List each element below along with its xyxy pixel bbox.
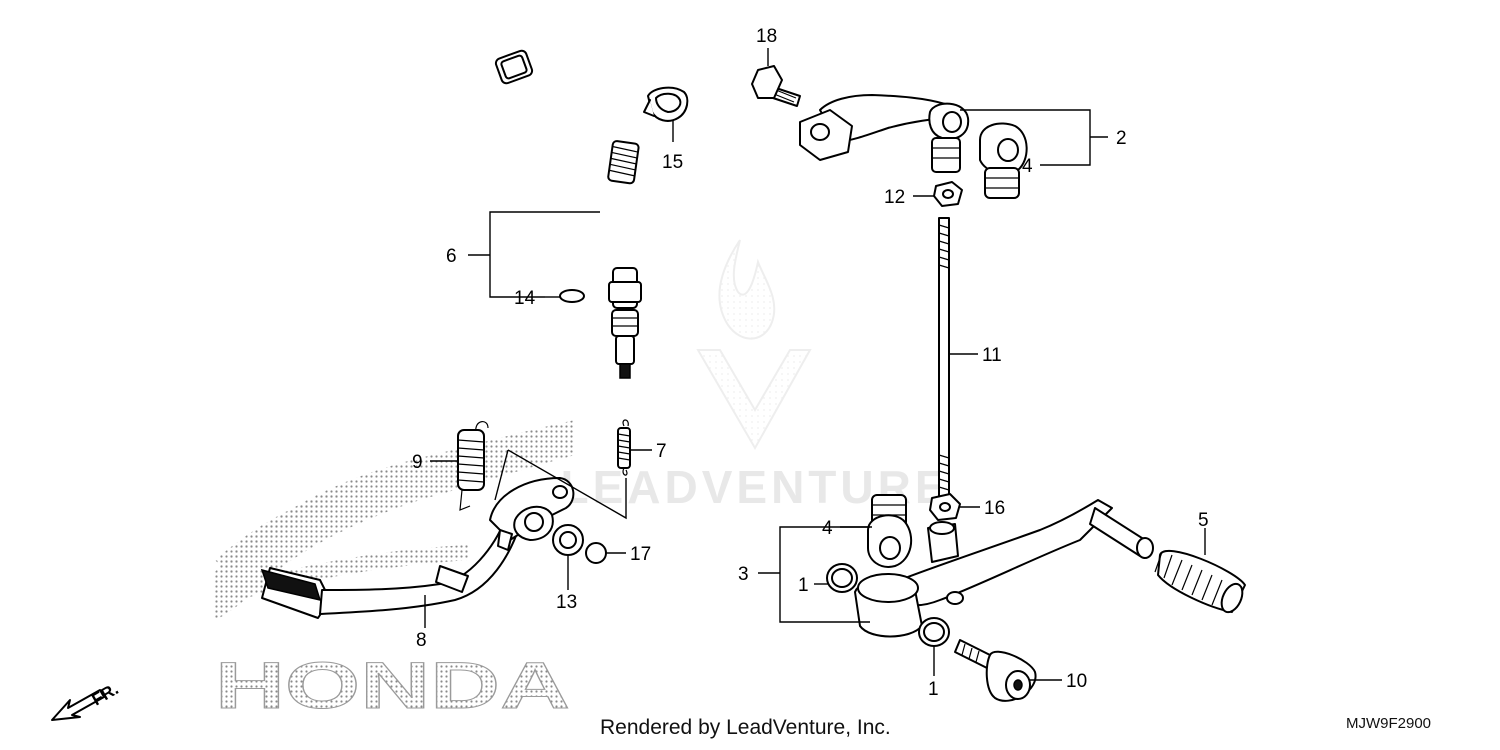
lower-joint (867, 494, 913, 568)
callout-1-upper: 1 (798, 575, 809, 596)
upper-joint (979, 122, 1028, 199)
callout-1-lower: 1 (928, 679, 939, 700)
pedal-seal-lower (918, 617, 950, 647)
callout-17: 17 (630, 544, 651, 565)
lower-nut (929, 493, 961, 521)
callout-12: 12 (884, 187, 905, 208)
callout-16: 16 (984, 498, 1005, 519)
callout-2: 2 (1116, 128, 1127, 149)
pedal-pivot-bolt (954, 639, 1037, 702)
callout-14: 14 (514, 288, 536, 309)
gear-shift-pedal (854, 499, 1154, 638)
shift-arm (799, 94, 970, 173)
diagram-code: MJW9F2900 (1346, 715, 1432, 732)
pivot-clip (585, 542, 607, 564)
switch-spring (617, 419, 631, 476)
upper-nut (933, 181, 963, 207)
callout-4-lower: 4 (822, 518, 833, 539)
arm-bolt (751, 65, 801, 107)
brake-pedal (260, 477, 575, 619)
leader-lines (424, 48, 1206, 681)
callout-9: 9 (412, 452, 423, 473)
cable-clip (643, 86, 689, 122)
pedal-rubber (1154, 549, 1246, 614)
callout-11: 11 (982, 345, 1002, 366)
callout-5: 5 (1198, 510, 1209, 531)
pedal-seal-upper (826, 563, 858, 593)
callout-4-upper: 4 (1022, 156, 1033, 177)
pivot-washer (552, 524, 584, 556)
front-direction-label: FR. (89, 679, 122, 709)
watermark-logo (696, 239, 812, 451)
callout-3: 3 (738, 564, 749, 585)
brake-switch-cable (494, 49, 642, 379)
callout-labels: 18 15 2 4 12 6 14 11 9 7 16 4 5 17 3 1 1… (412, 26, 1209, 700)
honda-logo-text: HONDA (215, 648, 570, 722)
callout-8: 8 (416, 630, 427, 651)
callout-18: 18 (756, 26, 777, 47)
callout-15: 15 (662, 152, 683, 173)
callout-6: 6 (446, 246, 457, 267)
callout-7: 7 (656, 441, 667, 462)
front-direction-arrow (51, 689, 105, 721)
render-credit: Rendered by LeadVenture, Inc. (600, 716, 891, 739)
cable-o-ring (559, 289, 585, 303)
brake-return-spring (457, 421, 489, 511)
callout-13: 13 (556, 592, 577, 613)
callout-10: 10 (1066, 671, 1087, 692)
shift-rod (938, 217, 950, 499)
